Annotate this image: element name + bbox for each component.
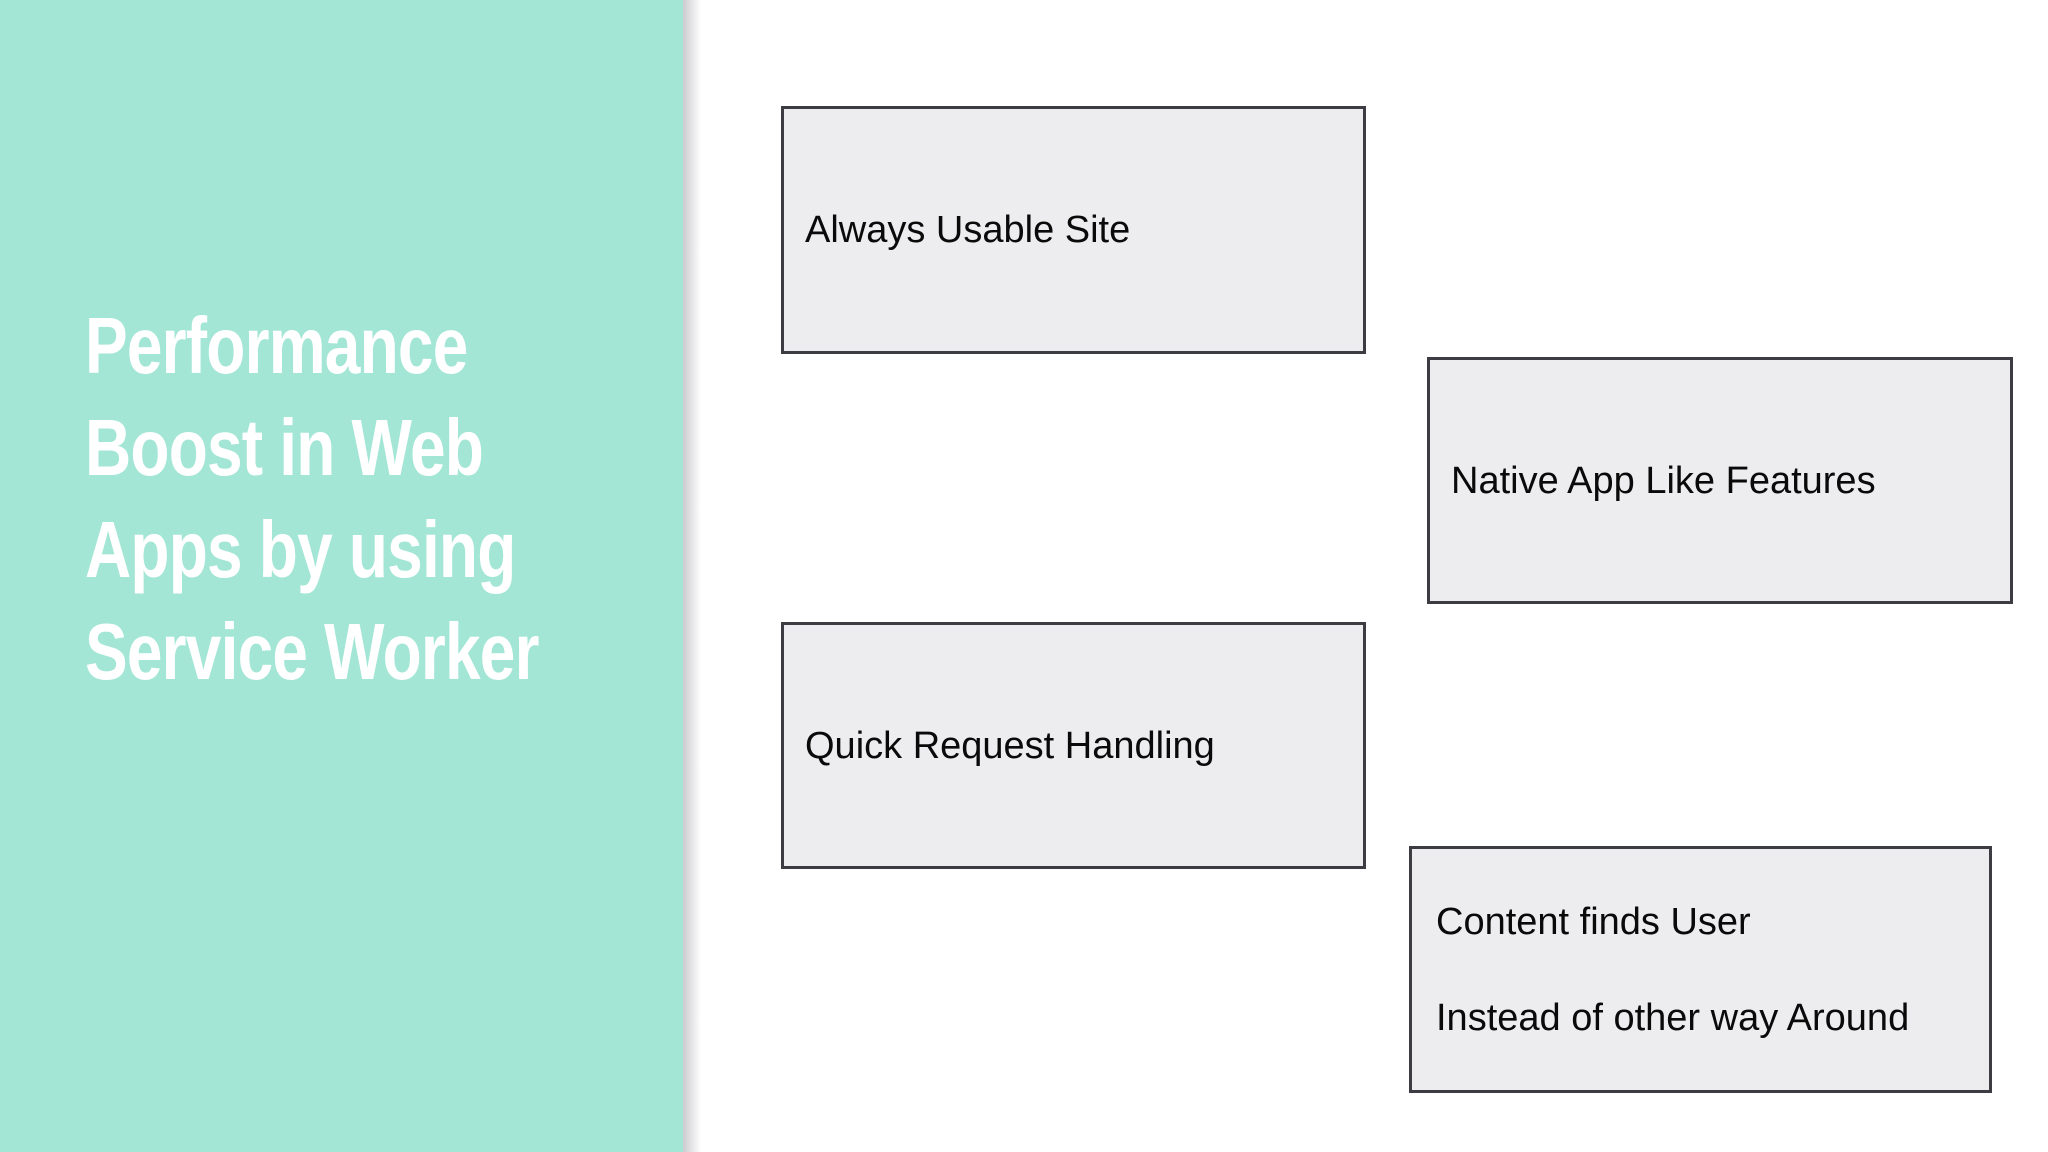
feature-box-text: Always Usable Site: [805, 209, 1131, 251]
slide-title-line-3: Apps by using: [85, 505, 516, 594]
slide-title-line-2: Boost in Web: [85, 403, 484, 492]
feature-box-text: Native App Like Features: [1451, 459, 1876, 502]
feature-box-quick-request-handling: Quick Request Handling: [781, 622, 1366, 869]
feature-box-content-finds-user: Content finds User Instead of other way …: [1409, 846, 1992, 1093]
feature-box-native-app-like-features: Native App Like Features: [1427, 357, 2013, 604]
slide-title-line-4: Service Worker: [85, 607, 539, 696]
feature-box-text-line-1: Content finds User: [1436, 900, 1751, 943]
feature-box-always-usable-site: Always Usable Site: [781, 106, 1366, 354]
slide-title-line-1: Performance: [85, 301, 468, 390]
feature-box-text-line-2: Instead of other way Around: [1436, 996, 1910, 1039]
feature-box-text: Quick Request Handling: [805, 724, 1215, 767]
title-panel: Performance Boost in Web Apps by using S…: [0, 0, 683, 1152]
panel-edge-shadow: [683, 0, 701, 1152]
slide-title: Performance Boost in Web Apps by using S…: [85, 295, 539, 703]
